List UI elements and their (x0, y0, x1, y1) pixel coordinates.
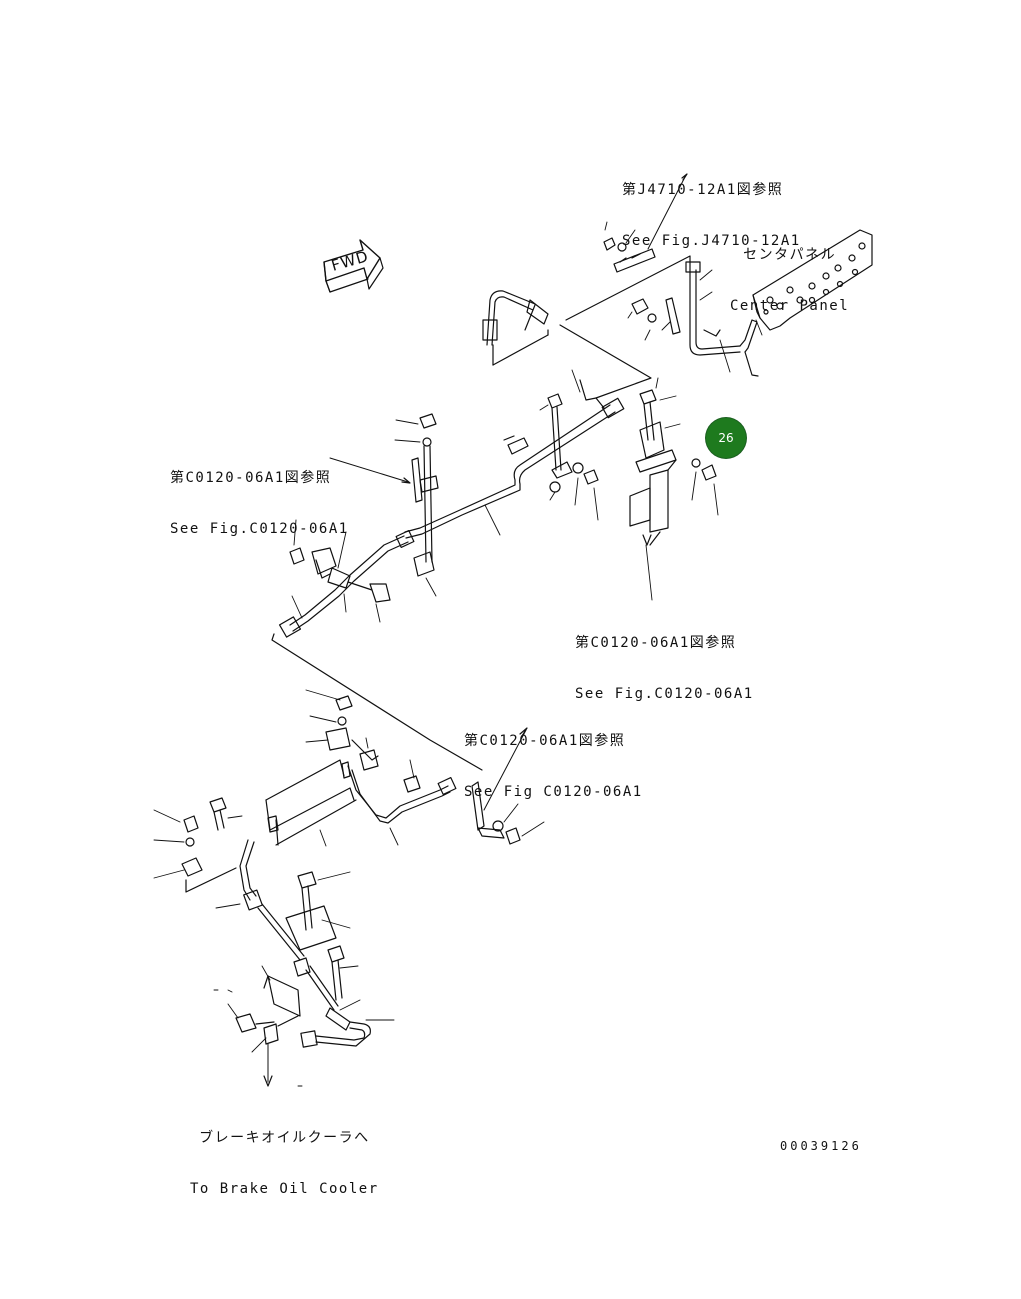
reference-note-c0120-left: 第C0120-06A1図参照 See Fig.C0120-06A1 (170, 436, 349, 572)
fwd-arrow-icon (323, 239, 384, 293)
mounting-clamp-lower-left (153, 797, 243, 909)
brake-cooler-label-ja: ブレーキオイルクーラへ (199, 1130, 370, 1146)
document-number: 00039126 (780, 1139, 862, 1153)
lower-bracket-assembly (213, 871, 395, 1087)
center-panel-plate (752, 229, 873, 336)
mounting-clamp-left (329, 413, 439, 597)
reference-note-ja: 第C0120-06A1図参照 (464, 733, 626, 749)
hose-tee-fitting-left (278, 519, 415, 638)
clamp-bracket-top (603, 173, 688, 273)
reference-note-c0120-right: 第C0120-06A1図参照 See Fig.C0120-06A1 (575, 601, 754, 737)
nut-washer-set-1 (627, 297, 681, 341)
reference-note-ja: 第C0120-06A1図参照 (575, 635, 737, 651)
reference-note-en: See Fig.C0120-06A1 (575, 686, 754, 702)
center-panel-label: センタパネル Center Panel (730, 213, 849, 349)
reference-note-en: See Fig.J4710-12A1 (622, 233, 801, 249)
bolt-clamp-center (503, 369, 599, 521)
reference-note-en: See Fig.C0120-06A1 (170, 521, 349, 537)
mounting-clamp-lower (305, 689, 379, 771)
reference-note-ja: 第J4710-12A1図参照 (622, 182, 784, 198)
reference-note-c0120-lower: 第C0120-06A1図参照 See Fig C0120-06A1 (464, 699, 643, 835)
panel-feed-pipe (685, 261, 759, 377)
lower-pipe-run (239, 759, 457, 911)
reference-note-ja: 第C0120-06A1図参照 (170, 470, 332, 486)
center-panel-label-en: Center Panel (730, 298, 850, 314)
mounting-clamp-lower-right (471, 727, 545, 845)
brake-cooler-label-en: To Brake Oil Cooler (190, 1181, 379, 1197)
center-panel-label-ja: センタパネル (743, 247, 837, 263)
section-line-2 (559, 324, 652, 409)
item-number-badge[interactable]: 26 (706, 418, 746, 458)
reference-note-j4710: 第J4710-12A1図参照 See Fig.J4710-12A1 (622, 148, 801, 284)
brake-cooler-label: ブレーキオイルクーラへ To Brake Oil Cooler (190, 1096, 379, 1232)
reference-note-en: See Fig C0120-06A1 (464, 784, 643, 800)
section-line-1 (565, 255, 691, 321)
mounting-bracket-right (629, 377, 719, 601)
upper-pipe-elbow (482, 290, 549, 366)
main-brake-pipe (404, 397, 625, 539)
section-line-3 (271, 633, 483, 771)
